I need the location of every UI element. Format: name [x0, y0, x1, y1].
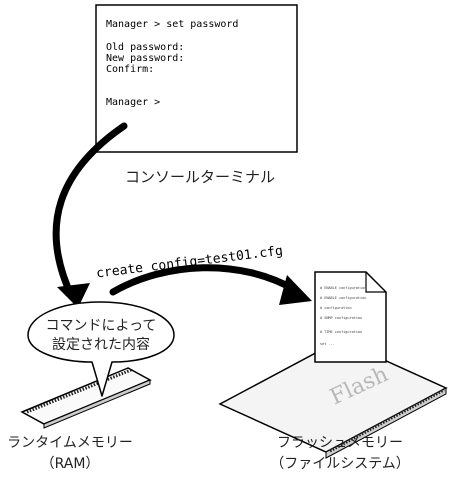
ram-content-bubble: コマンドによって 設定された内容	[27, 301, 175, 397]
ram-board-edge	[43, 379, 151, 429]
document-line-3: # configuration	[320, 306, 352, 310]
document-line-5: # TIME configuration	[320, 330, 362, 334]
document-line-4: # SNMP configuration	[320, 316, 362, 320]
flash-contacts	[329, 388, 445, 453]
console-terminal: Manager > set password Old password: New…	[95, 4, 298, 153]
flash-module: Flash	[218, 339, 448, 459]
flash-subtitle: （ファイルシステム）	[270, 456, 410, 472]
ram-to-flash-arrowhead	[279, 275, 312, 305]
ram-title: ランタイムメモリー	[7, 435, 133, 451]
terminal-command-line: Manager > set password	[106, 19, 238, 30]
ram-to-flash-arrow	[109, 264, 299, 296]
document-line-1: # ENABLE configuration	[320, 286, 366, 290]
terminal-prompt-end: Manager >	[106, 97, 160, 108]
flash-title: フラッシュメモリー	[277, 435, 403, 451]
ram-subtitle: （RAM）	[41, 456, 100, 472]
config-document: # ENABLE configuration # ENABLE configur…	[314, 271, 387, 363]
terminal-to-ram-arrowhead	[57, 283, 90, 308]
bubble-line-2: 設定された内容	[52, 336, 150, 353]
terminal-field-old: Old password:	[106, 42, 184, 53]
terminal-field-new: New password:	[106, 53, 184, 64]
document-page	[314, 271, 387, 363]
document-line-2: # ENABLE configuration	[320, 296, 366, 300]
ram-board	[20, 367, 152, 425]
terminal-screen	[95, 4, 298, 153]
console-label: コンソールターミナル	[125, 168, 275, 186]
bubble-line-1: コマンドによって	[46, 318, 157, 334]
document-line-6: set ...	[320, 342, 335, 346]
ram-module	[20, 367, 152, 429]
ram-contacts	[26, 368, 132, 414]
bubble-shape	[27, 301, 175, 397]
terminal-to-ram-arrow	[52, 122, 128, 301]
document-fold	[365, 272, 386, 293]
terminal-field-confirm: Confirm:	[106, 64, 154, 75]
